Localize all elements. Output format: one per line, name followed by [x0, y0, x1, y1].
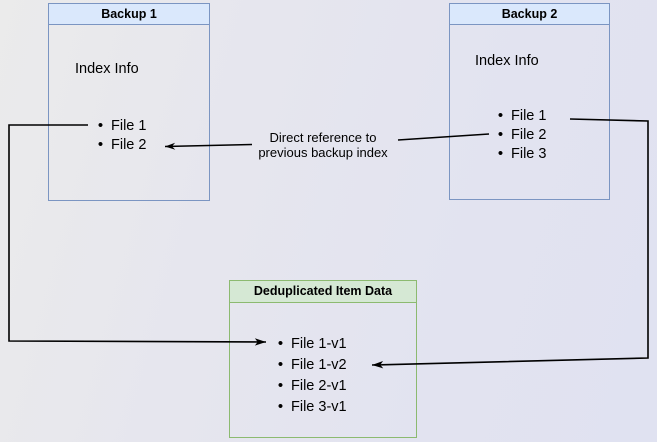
backup1-index-info-label: Index Info — [75, 61, 139, 77]
list-item: File 2 — [94, 135, 146, 154]
dedup-file-list: File 1-v1 File 1-v2 File 2-v1 File 3-v1 — [274, 333, 347, 417]
file-label: File 2 — [111, 136, 147, 153]
file-label: File 1 — [111, 117, 147, 134]
file-label: File 2 — [511, 126, 547, 143]
backup2-title: Backup 2 — [450, 4, 609, 25]
file-label: File 3-v1 — [291, 398, 347, 415]
direct-reference-annotation: Direct reference to previous backup inde… — [258, 130, 387, 160]
file-label: File 2-v1 — [291, 377, 347, 394]
list-item: File 2 — [494, 125, 546, 144]
list-item: File 1 — [94, 116, 146, 135]
list-item: File 3 — [494, 144, 546, 163]
file-label: File 1-v1 — [291, 335, 347, 352]
file-label: File 1 — [511, 107, 547, 124]
backup1-file-list: File 1 File 2 — [94, 116, 146, 154]
backup2-index-info-label: Index Info — [475, 53, 539, 69]
file-label: File 3 — [511, 145, 547, 162]
list-item: File 2-v1 — [274, 375, 347, 396]
annotation-line2: previous backup index — [258, 145, 388, 160]
list-item: File 1 — [494, 106, 546, 125]
list-item: File 1-v1 — [274, 333, 347, 354]
file-label: File 1-v2 — [291, 356, 347, 373]
backup2-file-list: File 1 File 2 File 3 — [494, 106, 546, 163]
list-item: File 1-v2 — [274, 354, 347, 375]
backup2-box: Backup 2 — [449, 3, 610, 200]
dedup-box: Deduplicated Item Data — [229, 280, 417, 438]
dedup-title: Deduplicated Item Data — [230, 281, 416, 303]
backup1-box: Backup 1 — [48, 3, 210, 201]
list-item: File 3-v1 — [274, 396, 347, 417]
annotation-line1: Direct reference to — [269, 130, 377, 145]
backup1-title: Backup 1 — [49, 4, 209, 25]
